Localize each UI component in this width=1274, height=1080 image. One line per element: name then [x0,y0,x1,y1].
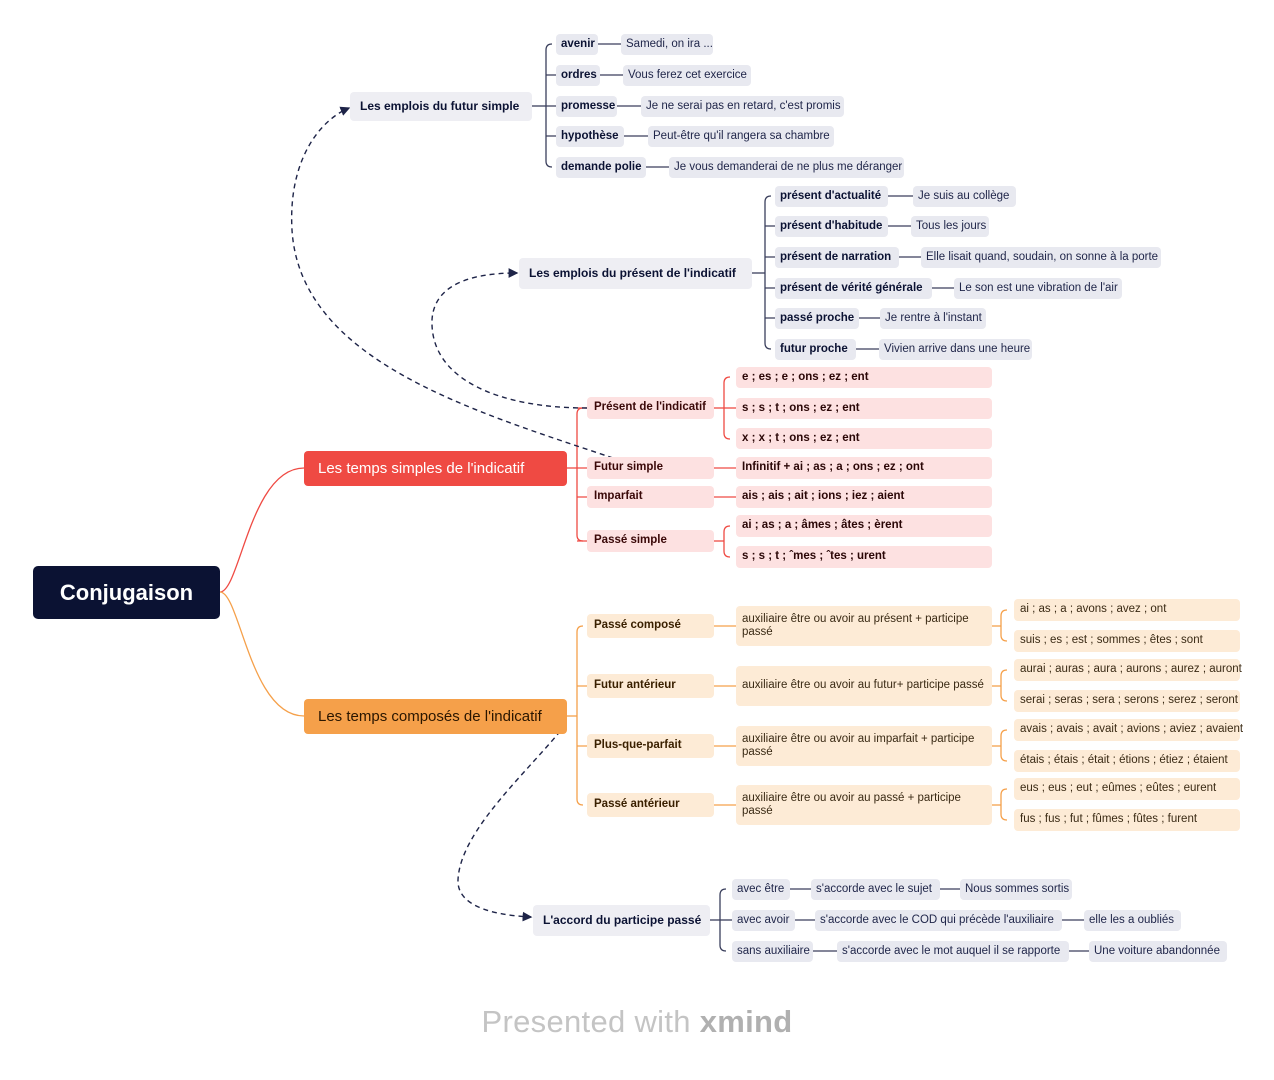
present-use-example[interactable]: Je suis au collège [913,186,1016,207]
aux-row[interactable]: serai ; seras ; sera ; serons ; serez ; … [1014,690,1240,712]
accord-case-rule[interactable]: s'accorde avec le COD qui précède l'auxi… [815,910,1062,931]
futur-use-label[interactable]: ordres [556,65,600,86]
accord-case-label[interactable]: avec être [732,879,790,900]
ending-row[interactable]: Infinitif + ai ; as ; a ; ons ; ez ; ont [736,457,992,479]
tense-passe-compose[interactable]: Passé composé [587,614,714,638]
tense-imparfait[interactable]: Imparfait [587,486,714,508]
present-use-label[interactable]: passé proche [775,308,859,329]
accord-case-rule[interactable]: s'accorde avec le sujet [811,879,940,900]
accord-case-example[interactable]: Une voiture abandonnée [1089,941,1227,962]
ending-row[interactable]: s ; s ; t ; ons ; ez ; ent [736,398,992,419]
futur-use-example[interactable]: Samedi, on ira ... [621,34,713,55]
root-topic[interactable]: Conjugaison [33,566,220,619]
tense-plus-que-parfait[interactable]: Plus-que-parfait [587,734,714,758]
aux-row[interactable]: suis ; es ; est ; sommes ; êtes ; sont [1014,630,1240,652]
futur-use-example[interactable]: Vous ferez cet exercice [623,65,751,86]
tense-futur-simple[interactable]: Futur simple [587,457,714,479]
rule-row[interactable]: auxiliaire être ou avoir au passé + part… [736,785,992,825]
present-use-example[interactable]: Elle lisait quand, soudain, on sonne à l… [921,247,1161,268]
ending-row[interactable]: ai ; as ; a ; âmes ; âtes ; èrent [736,515,992,537]
present-use-example[interactable]: Tous les jours [911,216,989,237]
accord-case-label[interactable]: sans auxiliaire [732,941,813,962]
aux-row[interactable]: aurai ; auras ; aura ; aurons ; aurez ; … [1014,659,1242,681]
footer-prefix: Presented with [481,1004,700,1039]
rule-row[interactable]: auxiliaire être ou avoir au futur+ parti… [736,666,992,706]
tense-passe-anterieur[interactable]: Passé antérieur [587,793,714,817]
futur-use-label[interactable]: promesse [556,96,617,117]
ending-row[interactable]: x ; x ; t ; ons ; ez ; ent [736,428,992,449]
present-use-example[interactable]: Je rentre à l'instant [880,308,986,329]
present-use-example[interactable]: Vivien arrive dans une heure [879,339,1032,360]
futur-use-label[interactable]: hypothèse [556,126,624,147]
tense-passe-simple[interactable]: Passé simple [587,530,714,552]
present-use-label[interactable]: présent de narration [775,247,899,268]
aux-row[interactable]: ai ; as ; a ; avons ; avez ; ont [1014,599,1240,621]
topic-emplois-futur-simple[interactable]: Les emplois du futur simple [350,92,532,121]
aux-row[interactable]: avais ; avais ; avait ; avions ; aviez ;… [1014,719,1243,741]
accord-case-rule[interactable]: s'accorde avec le mot auquel il se rappo… [837,941,1069,962]
present-use-label[interactable]: présent d'habitude [775,216,888,237]
futur-use-label[interactable]: avenir [556,34,598,55]
ending-row[interactable]: ais ; ais ; ait ; ions ; iez ; aient [736,486,992,508]
presented-with-footer: Presented with xmind [0,1004,1274,1040]
present-use-label[interactable]: présent d'actualité [775,186,888,207]
topic-temps-composes[interactable]: Les temps composés de l'indicatif [304,699,567,734]
aux-row[interactable]: eus ; eus ; eut ; eûmes ; eûtes ; eurent [1014,778,1240,800]
tense-futur-anterieur[interactable]: Futur antérieur [587,674,714,698]
rule-row[interactable]: auxiliaire être ou avoir au présent + pa… [736,606,992,646]
ending-row[interactable]: s ; s ; t ; ˆmes ; ˆtes ; urent [736,546,992,568]
present-use-label[interactable]: présent de vérité générale [775,278,932,299]
xmind-logo-text: xmind [699,1004,793,1039]
futur-use-example[interactable]: Je vous demanderai de ne plus me dérange… [669,157,904,178]
futur-use-label[interactable]: demande polie [556,157,646,178]
futur-use-example[interactable]: Je ne serai pas en retard, c'est promis [641,96,844,117]
accord-case-example[interactable]: Nous sommes sortis [960,879,1072,900]
topic-emplois-present[interactable]: Les emplois du présent de l'indicatif [519,258,752,289]
accord-case-example[interactable]: elle les a oubliés [1084,910,1181,931]
accord-case-label[interactable]: avec avoir [732,910,795,931]
aux-row[interactable]: étais ; étais ; était ; étions ; étiez ;… [1014,750,1240,772]
present-use-label[interactable]: futur proche [775,339,856,360]
rule-row[interactable]: auxiliaire être ou avoir au imparfait + … [736,726,992,766]
topic-accord-participe[interactable]: L'accord du participe passé [533,905,710,936]
tense-present-indicatif[interactable]: Présent de l'indicatif [587,397,714,419]
futur-use-example[interactable]: Peut-être qu'il rangera sa chambre [648,126,834,147]
topic-temps-simples[interactable]: Les temps simples de l'indicatif [304,451,567,486]
aux-row[interactable]: fus ; fus ; fut ; fûmes ; fûtes ; furent [1014,809,1240,831]
ending-row[interactable]: e ; es ; e ; ons ; ez ; ent [736,367,992,388]
present-use-example[interactable]: Le son est une vibration de l'air [954,278,1122,299]
